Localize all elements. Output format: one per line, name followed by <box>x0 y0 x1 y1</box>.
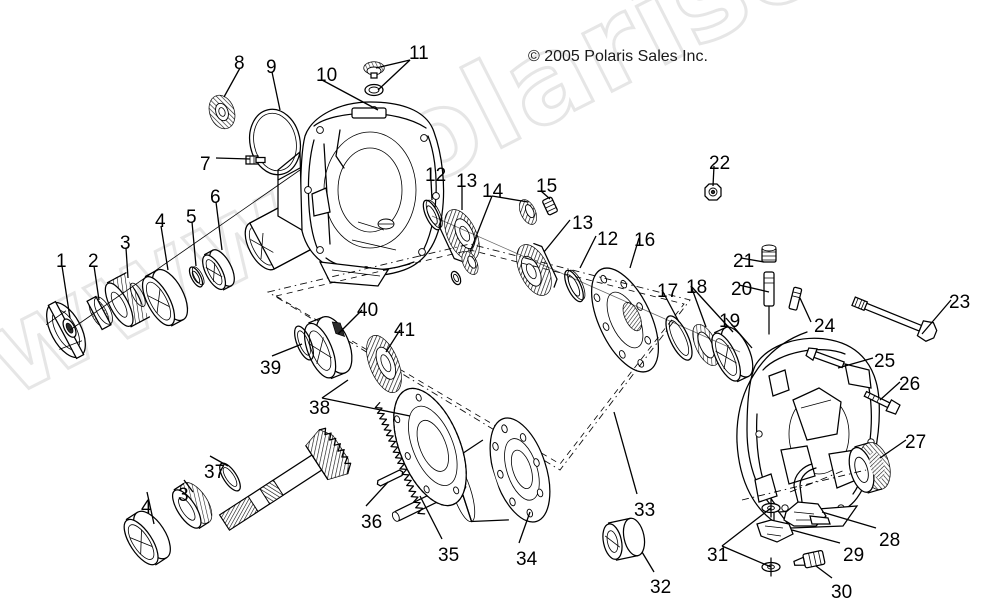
callout-4b: 4 <box>141 497 152 518</box>
callout-39: 39 <box>260 358 282 379</box>
callout-19: 19 <box>719 311 741 332</box>
callout-32: 32 <box>650 577 672 598</box>
callout-21: 21 <box>733 251 755 272</box>
callout-35: 35 <box>438 545 460 566</box>
callout-8: 8 <box>234 53 245 74</box>
callout-41: 41 <box>394 320 416 341</box>
callout-12b: 12 <box>597 229 619 250</box>
callout-14: 14 <box>482 181 504 202</box>
callout-3b: 3 <box>178 485 189 506</box>
callout-38: 38 <box>309 398 331 419</box>
callout-6: 6 <box>210 187 221 208</box>
callout-7: 7 <box>200 154 211 175</box>
callout-10: 10 <box>316 65 338 86</box>
callout-2: 2 <box>88 251 99 272</box>
callout-24: 24 <box>814 316 836 337</box>
callout-31: 31 <box>707 545 729 566</box>
callout-20: 20 <box>731 279 753 300</box>
callout-15: 15 <box>536 176 558 197</box>
callout-37: 37 <box>204 462 226 483</box>
callout-36: 36 <box>361 512 383 533</box>
callout-1: 1 <box>56 251 67 272</box>
callout-4: 4 <box>155 211 166 232</box>
callout-3: 3 <box>120 233 131 254</box>
callout-11: 11 <box>409 43 429 64</box>
callout-29: 29 <box>843 545 865 566</box>
copyright-notice: © 2005 Polaris Sales Inc. <box>528 48 708 65</box>
callout-13a: 13 <box>456 171 478 192</box>
callout-22: 22 <box>709 153 731 174</box>
callout-5: 5 <box>186 207 197 228</box>
callout-27: 27 <box>905 432 927 453</box>
callout-30: 30 <box>831 582 853 603</box>
callout-26: 26 <box>899 374 921 395</box>
callout-28: 28 <box>879 530 901 551</box>
callout-9: 9 <box>266 57 277 78</box>
callout-33: 33 <box>634 500 656 521</box>
callout-17: 17 <box>657 281 679 302</box>
callout-12a: 12 <box>425 165 447 186</box>
callout-16: 16 <box>634 230 656 251</box>
callout-18: 18 <box>686 277 708 298</box>
callout-34: 34 <box>516 549 538 570</box>
callout-40: 40 <box>357 300 379 321</box>
callout-13b: 13 <box>572 213 594 234</box>
callout-25: 25 <box>874 351 896 372</box>
callout-23: 23 <box>949 292 971 313</box>
